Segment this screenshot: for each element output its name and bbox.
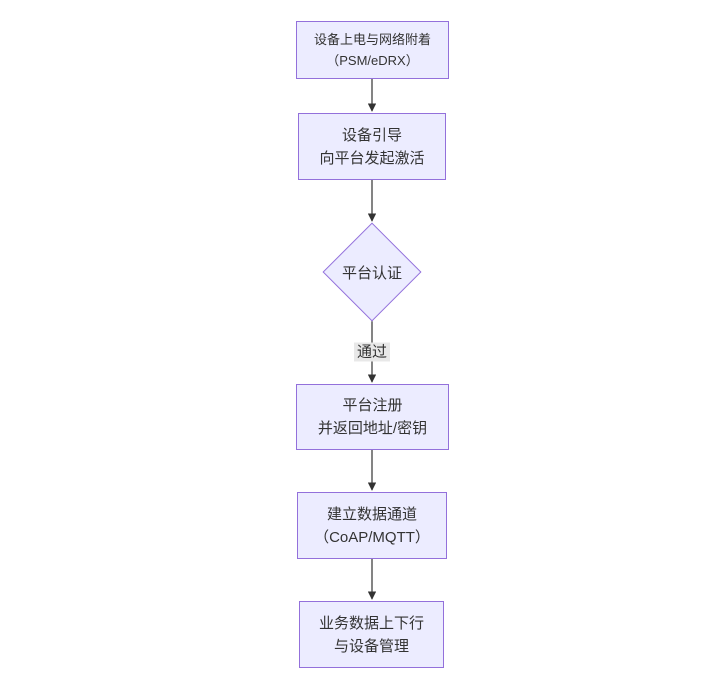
node-data-channel: 建立数据通道 （CoAP/MQTT） [297, 492, 447, 559]
node-bootstrap: 设备引导 向平台发起激活 [298, 113, 446, 180]
node-business-data-line2: 与设备管理 [333, 637, 409, 655]
node-power-attach-line2: （PSM/eDRX） [326, 53, 419, 68]
node-bootstrap-line2: 向平台发起激活 [319, 149, 425, 167]
node-register-line1: 平台注册 [342, 397, 403, 414]
node-power-attach-line1: 设备上电与网络附着 [313, 32, 431, 47]
edge-label-pass: 通过 [353, 342, 391, 362]
node-data-channel-line1: 建立数据通道 [326, 505, 417, 523]
node-platform-auth-label: 平台认证 [341, 264, 402, 282]
node-register: 平台注册 并返回地址/密钥 [296, 384, 449, 450]
node-register-line2: 并返回地址/密钥 [317, 420, 428, 437]
node-business-data-line1: 业务数据上下行 [318, 614, 424, 632]
node-bootstrap-line1: 设备引导 [341, 126, 402, 144]
node-power-attach: 设备上电与网络附着 （PSM/eDRX） [296, 21, 449, 79]
node-business-data: 业务数据上下行 与设备管理 [299, 601, 444, 668]
node-data-channel-line2: （CoAP/MQTT） [314, 528, 430, 546]
node-platform-auth-decision: 平台认证 [322, 222, 422, 322]
